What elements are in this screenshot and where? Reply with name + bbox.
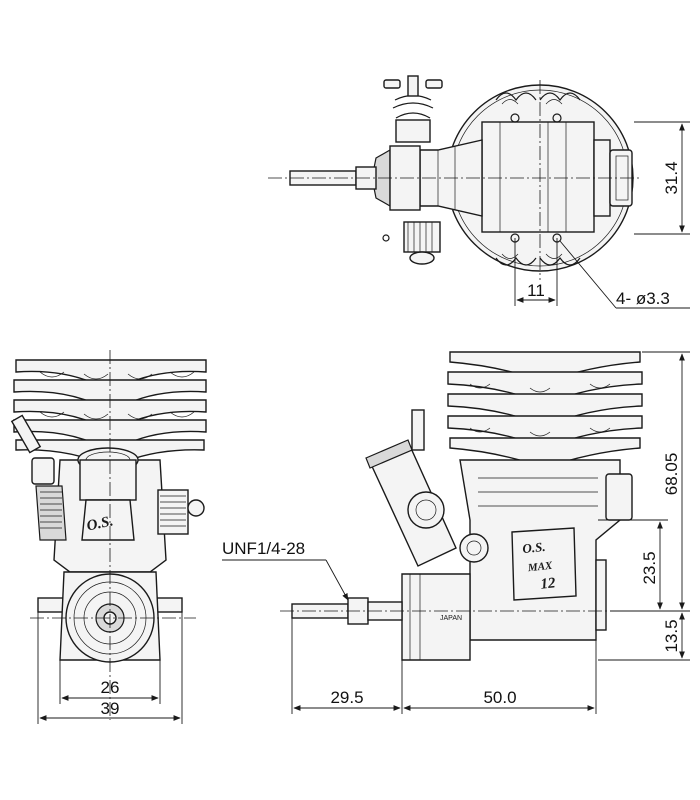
front-view-needle-valve bbox=[10, 414, 67, 541]
dim-side-shaft-length: 29.5 bbox=[291, 618, 403, 714]
side-view-exhaust bbox=[605, 473, 633, 521]
dim-thread: UNF1/4-28 bbox=[222, 539, 349, 601]
front-view-bellows bbox=[157, 489, 205, 535]
dim-side-shaft-length-label: 29.5 bbox=[330, 688, 363, 707]
dim-side-shaft-height: 23.5 bbox=[598, 519, 668, 610]
front-view-brand-logo: O.S. bbox=[85, 513, 114, 534]
front-view-right-mount bbox=[155, 597, 183, 613]
dim-top-holes-label: 4- ø3.3 bbox=[616, 289, 670, 308]
top-view-bottom-fitting bbox=[382, 221, 441, 265]
dim-front-inner-width: 26 bbox=[59, 660, 161, 704]
dim-front-outer-width: 39 bbox=[37, 612, 183, 724]
side-view-brand-logo: O.S. bbox=[522, 539, 547, 556]
top-view: 31.4 11 4- ø3.3 bbox=[268, 75, 690, 309]
dim-side-body-length-label: 50.0 bbox=[483, 688, 516, 707]
side-view-front-housing bbox=[401, 573, 471, 661]
side-view-origin-label: JAPAN bbox=[440, 615, 462, 622]
side-view-model-label: MAX bbox=[526, 560, 553, 575]
dim-side-bottom-label: 13.5 bbox=[662, 619, 681, 652]
dim-side-height-label: 68.05 bbox=[662, 453, 681, 496]
dim-side-shaft-height-label: 23.5 bbox=[640, 551, 659, 584]
dim-top-height: 31.4 bbox=[634, 121, 690, 235]
dim-top-height-label: 31.4 bbox=[662, 161, 681, 194]
side-view-size-label: 12 bbox=[540, 575, 557, 593]
side-view-cooling-fins bbox=[447, 351, 643, 469]
dim-top-spacing-label: 11 bbox=[527, 281, 545, 300]
dim-front-inner-width-label: 26 bbox=[101, 678, 120, 697]
dim-top-spacing: 11 bbox=[514, 238, 558, 306]
front-view: O.S. 26 bbox=[10, 350, 207, 724]
dim-front-outer-width-label: 39 bbox=[101, 699, 120, 718]
dim-thread-label: UNF1/4-28 bbox=[222, 539, 305, 558]
top-view-crankcase bbox=[481, 121, 595, 233]
side-view-marking-plate: O.S. MAX 12 bbox=[511, 527, 577, 601]
front-view-left-mount bbox=[37, 597, 65, 613]
dim-side-height: 68.05 bbox=[642, 351, 690, 610]
dim-side-bottom: 13.5 bbox=[598, 612, 690, 661]
dim-side-body-length: 50.0 bbox=[403, 640, 597, 714]
top-view-fin-bumps bbox=[495, 92, 581, 266]
top-view-carburetor bbox=[383, 75, 443, 143]
side-view-carburetor bbox=[365, 409, 489, 567]
dim-top-holes: 4- ø3.3 bbox=[559, 240, 690, 309]
side-view: O.S. MAX 12 JAPAN UNF1/4-28 bbox=[222, 351, 690, 714]
